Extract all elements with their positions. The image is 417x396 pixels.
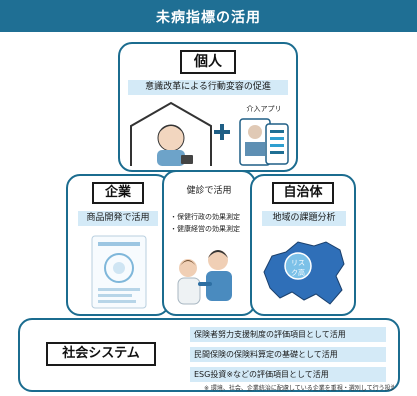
checkup-point-2: ・健康経営の効果測定 — [170, 225, 240, 233]
individual-label: 個人 — [180, 50, 236, 74]
company-label: 企業 — [92, 182, 144, 204]
title-bar: 未病指標の活用 — [0, 0, 417, 32]
individual-subtitle: 意識改革による行動変容の促進 — [128, 80, 288, 95]
individual-panel: 個人 意識改革による行動変容の促進 介入アプリ — [118, 42, 298, 172]
local-gov-subtitle: 地域の課題分析 — [262, 211, 346, 226]
social-item-2: 民間保険の保険料算定の基礎として活用 — [190, 347, 386, 362]
local-gov-panel: 自治体 地域の課題分析 リス ク高 — [250, 174, 356, 316]
social-footnote: ※ 環境、社会、企業統治に配慮している企業を重視・選別して行う投資 — [204, 385, 394, 392]
checkup-point-1: ・保健行政の効果測定 — [170, 213, 240, 221]
app-label: 介入アプリ — [246, 105, 282, 113]
intervention-app-icon — [239, 118, 289, 166]
doctor-patient-illustration — [177, 250, 232, 305]
page-title: 未病指標の活用 — [156, 10, 261, 26]
social-system-panel: 社会システム 保険者努力支援制度の評価項目として活用 民間保険の保険料算定の基礎… — [18, 318, 400, 392]
company-panel: 企業 商品開発で活用 — [66, 174, 170, 316]
social-item-1: 保険者努力支援制度の評価項目として活用 — [190, 327, 386, 342]
checkup-panel: 健診で活用 ・保健行政の効果測定 ・健康経営の効果測定 — [162, 170, 256, 316]
social-item-3: ESG投資※などの評価項目として活用 — [190, 367, 386, 382]
social-system-label: 社会システム — [46, 342, 156, 366]
map-badge-line-1: リス — [291, 259, 305, 267]
map-badge-line-2: ク高 — [291, 269, 305, 277]
plus-icon — [214, 124, 230, 140]
checkup-points: ・保健行政の効果測定 ・健康経営の効果測定 — [170, 212, 254, 234]
house-with-child-icon — [130, 101, 212, 166]
checkup-title: 健診で活用 — [178, 184, 240, 199]
regional-map-icon — [263, 241, 345, 305]
local-gov-label: 自治体 — [272, 182, 334, 204]
company-subtitle: 商品開発で活用 — [78, 211, 158, 226]
product-pamphlet-icon — [91, 235, 147, 309]
